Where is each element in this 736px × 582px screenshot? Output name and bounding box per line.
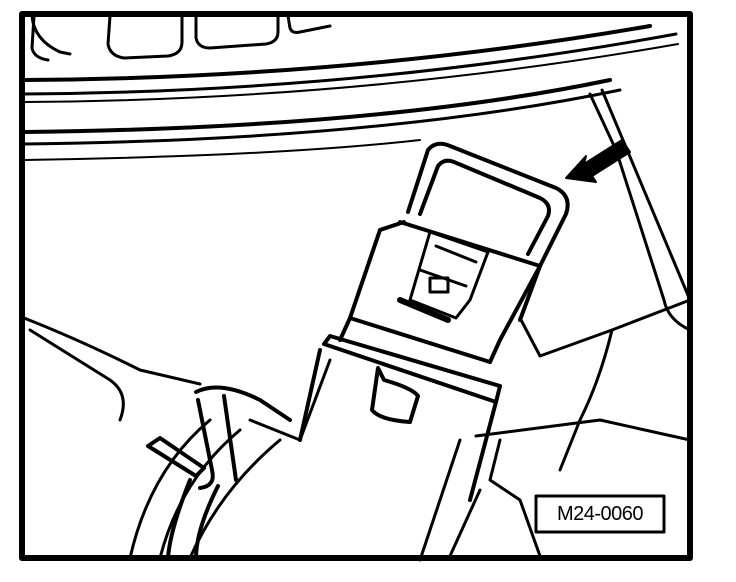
housing-body (418, 88, 692, 562)
hose-clamp (146, 385, 292, 560)
housing-cover (22, 14, 679, 161)
connector-housing (298, 141, 570, 502)
figure-frame (19, 11, 693, 561)
direction-arrow-icon (565, 139, 631, 183)
reference-code: M24-0060 (556, 502, 644, 525)
reference-box (534, 494, 666, 534)
